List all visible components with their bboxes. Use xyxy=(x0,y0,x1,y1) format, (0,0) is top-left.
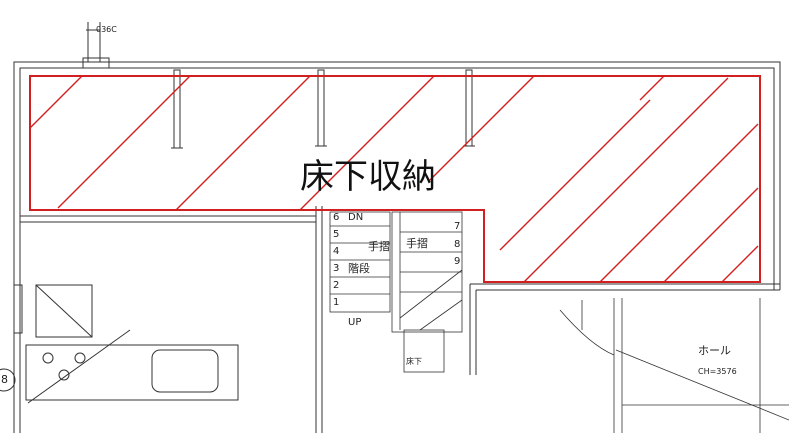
stairs-up-label: UP xyxy=(348,317,362,328)
stairs-kaidan-label: 階段 xyxy=(348,262,370,275)
step-5: 5 xyxy=(333,229,340,240)
top-marker-leader xyxy=(82,22,110,69)
stairs-underfloor-label: 床下 xyxy=(406,357,422,366)
step-1: 1 xyxy=(333,297,340,308)
stairs-handrail-left: 手摺 xyxy=(368,240,390,253)
step-9: 9 xyxy=(454,256,461,267)
step-4: 4 xyxy=(333,246,340,257)
step-3: 3 xyxy=(333,263,340,274)
step-6: 6 xyxy=(333,212,340,223)
step-7: 7 xyxy=(454,221,461,232)
stairs-dn-label: DN xyxy=(348,212,364,223)
top-marker-label: 036C xyxy=(96,25,117,34)
kitchen-fixtures xyxy=(13,284,239,404)
storage-label: 床下収納 xyxy=(300,157,436,197)
hall-ceiling-height: CH=3576 xyxy=(698,367,737,376)
grid-circle-marker xyxy=(0,368,16,392)
hall-lines xyxy=(559,298,789,433)
stairs-handrail-right: 手摺 xyxy=(406,237,428,250)
stairs-drawing xyxy=(329,211,463,373)
middle-wall xyxy=(20,206,780,433)
underfloor-storage-hatch xyxy=(29,75,761,283)
outer-walls xyxy=(13,61,781,433)
step-2: 2 xyxy=(333,280,340,291)
step-8: 8 xyxy=(454,239,461,250)
hall-name: ホール xyxy=(698,344,731,357)
interior-posts xyxy=(171,69,475,149)
grid-circle-label: 8 xyxy=(1,373,8,386)
